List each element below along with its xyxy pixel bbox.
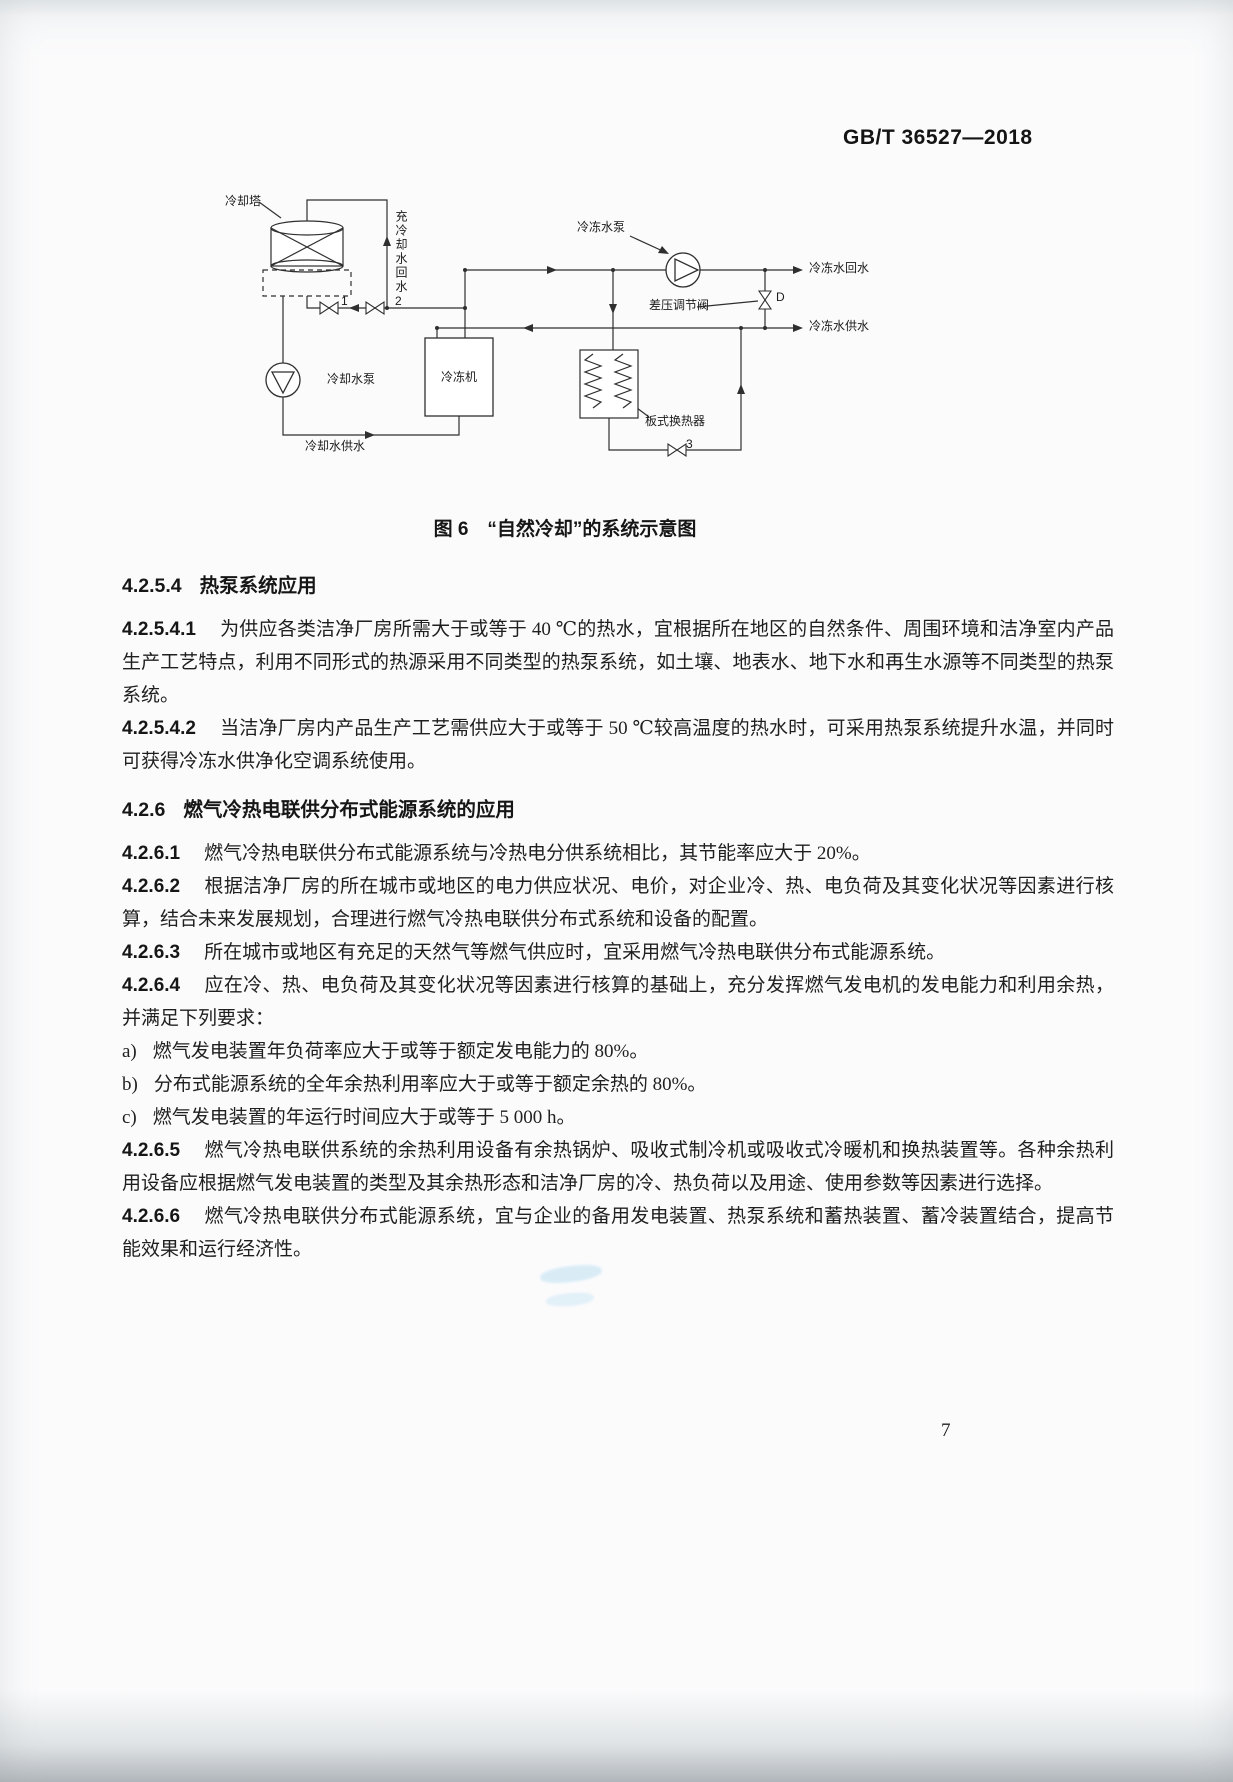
junction-dots [385,268,767,330]
cooling-water-return-label: 充冷却水回水 [394,210,408,294]
scan-watermark [545,1290,595,1309]
list-text: 分布式能源系统的全年余热利用率应大于或等于额定余热的 80%。 [153,1074,707,1095]
cooling-water-pump-symbol [265,362,301,398]
clause-4-2-6-3: 4.2.6.3 所在城市或地区有充足的天然气等燃气供应时，宜采用燃气冷热电联供分布… [122,936,1114,969]
valve-3-label: 3 [686,437,693,451]
valve-1-symbol [319,300,339,316]
clause-number: 4.2.5.4 [122,575,182,597]
cooling-water-pump-label: 冷却水泵 [327,372,376,386]
chilled-water-pump-symbol [665,252,701,288]
clause-text: 根据洁净厂房的所在城市或地区的电力供应状况、电价，对企业冷、热、电负荷及其变化状… [122,876,1114,930]
clause-number: 4.2.6.1 [122,843,181,864]
valve-1-label: 1 [341,294,348,308]
valve-2-symbol [365,300,385,316]
cooling-water-supply-label: 冷却水供水 [305,439,366,453]
clause-number: 4.2.6.2 [122,876,181,897]
clause-text: 燃气冷热电联供分布式能源系统，宜与企业的备用发电装置、热泵系统和蓄热装置、蓄冷装… [122,1206,1114,1260]
valve-3-symbol [667,442,687,458]
clause-number: 4.2.6.5 [122,1140,181,1161]
chiller-box [424,337,494,417]
chilled-water-pump-label: 冷冻水泵 [577,220,626,234]
system-diagram-svg [258,199,803,458]
heading-4-2-5-4: 4.2.5.4 热泵系统应用 [122,570,1114,603]
clause-number: 4.2.6 [122,799,166,821]
chiller-label: 冷冻机 [440,370,477,384]
cooling-tower-label: 冷却塔 [225,194,262,208]
list-item-a: a) 燃气发电装置年负荷率应大于或等于额定发电能力的 80%。 [122,1035,1114,1068]
clause-text: 为供应各类洁净厂房所需大于或等于 40 ℃的热水，宜根据所在地区的自然条件、周围… [122,619,1114,706]
figure-caption: 图 6 “自然冷却”的系统示意图 [433,519,697,540]
plate-hx-label: 板式换热器 [645,414,706,428]
chilled-water-supply-label: 冷冻水供水 [809,319,870,333]
valve-d-label: D [776,290,785,304]
list-marker: b) [122,1074,138,1095]
list-item-b: b) 分布式能源系统的全年余热利用率应大于或等于额定余热的 80%。 [122,1068,1114,1101]
cooling-tower-symbol [262,220,352,297]
clause-text: 燃气冷热电联供系统的余热利用设备有余热锅炉、吸收式制冷机或吸收式冷暖机和换热装置… [122,1140,1114,1194]
clause-text: 当洁净厂房内产品生产工艺需供应大于或等于 50 ℃较高温度的热水时，可采用热泵系… [122,718,1114,772]
heading-4-2-6: 4.2.6 燃气冷热电联供分布式能源系统的应用 [122,794,1114,827]
dp-valve-label: 差压调节阀 [649,298,710,312]
clause-4-2-6-1: 4.2.6.1 燃气冷热电联供分布式能源系统与冷热电分供系统相比，其节能率应大于 … [122,837,1114,870]
clause-number: 4.2.6.4 [122,975,181,996]
list-marker: a) [122,1041,137,1062]
figure-6-diagram: 冷却塔 充冷却水回水 冷冻水泵 冷冻水回水 差压调节阀 D 冷冻水供水 冷却水泵… [225,188,905,500]
dp-valve-symbol [757,290,773,310]
flow-arrows [349,236,803,439]
clause-number: 4.2.6.3 [122,942,181,963]
doc-code: GB/T 36527—2018 [843,126,1033,149]
clause-text: 燃气冷热电联供分布式能源系统与冷热电分供系统相比，其节能率应大于 20%。 [204,843,871,864]
clause-number: 4.2.6.6 [122,1206,181,1227]
valve-2-label: 2 [395,294,402,308]
clause-number: 4.2.5.4.2 [122,718,196,739]
list-item-c: c) 燃气发电装置的年运行时间应大于或等于 5 000 h。 [122,1101,1114,1134]
clause-text: 应在冷、热、电负荷及其变化状况等因素进行核算的基础上，充分发挥燃气发电机的发电能… [122,975,1114,1029]
page-number: 7 [941,1420,951,1441]
clause-text: 所在城市或地区有充足的天然气等燃气供应时，宜采用燃气冷热电联供分布式能源系统。 [204,942,946,963]
heading-title: 燃气冷热电联供分布式能源系统的应用 [183,799,515,821]
list-text: 燃气发电装置的年运行时间应大于或等于 5 000 h。 [152,1107,576,1128]
heading-title: 热泵系统应用 [199,575,317,597]
plate-heat-exchanger-symbol [579,349,639,419]
chilled-water-return-label: 冷冻水回水 [809,261,870,275]
list-text: 燃气发电装置年负荷率应大于或等于额定发电能力的 80%。 [152,1041,649,1062]
list-marker: c) [122,1107,137,1128]
clause-number: 4.2.5.4.1 [122,619,196,640]
